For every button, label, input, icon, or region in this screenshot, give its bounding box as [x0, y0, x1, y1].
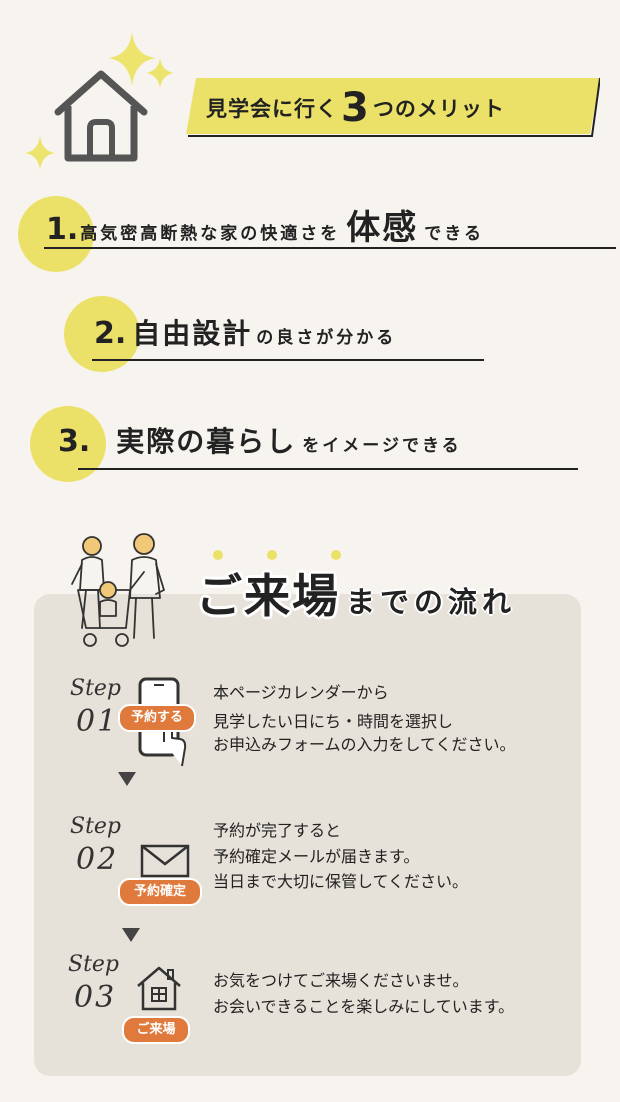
- step-3-line-1: お気をつけてご来場くださいませ。: [213, 971, 469, 990]
- flow-title: ご来場 までの流れ: [196, 560, 516, 626]
- merit-1-text-c: できる: [424, 224, 484, 244]
- step-1-label: Step: [70, 676, 122, 701]
- step-1-badge: 予約する: [118, 704, 196, 732]
- step-2-number: 02: [76, 842, 119, 877]
- step-2-line-2: 予約確定メールが届きます。: [213, 847, 420, 866]
- step-2-line-3: 当日まで大切に保管してください。: [213, 872, 469, 891]
- title-post: つのメリット: [372, 97, 505, 121]
- merit-3-text-b: をイメージできる: [302, 436, 462, 456]
- merit-1-text-a: 高気密高断熱な家の快適さを: [80, 224, 341, 244]
- flow-panel: [34, 594, 581, 1076]
- flow-title-main: ご来場: [196, 569, 340, 623]
- step-2-label: Step: [70, 814, 122, 839]
- merit-2: 2. 自由設計 の良さが分かる: [94, 312, 396, 352]
- merit-1-number: 1.: [46, 212, 79, 247]
- title-dots: [213, 550, 341, 560]
- sparkle-icons: [25, 32, 174, 170]
- title-pre: 見学会に行く: [206, 97, 338, 121]
- step-1-line-3: お申込みフォームの入力をしてください。: [213, 735, 516, 754]
- step-arrow-2: [122, 928, 140, 942]
- step-arrow-1: [118, 772, 136, 786]
- merit-3-number: 3.: [58, 424, 91, 459]
- step-1-number: 01: [76, 704, 119, 739]
- envelope-icon: [140, 844, 190, 878]
- merit-1-text-b: 体感: [346, 208, 419, 248]
- page-title: 見学会に行く 3 つのメリット: [206, 84, 586, 132]
- title-banner: [186, 77, 600, 137]
- merit-3-text-a: 実際の暮らし: [116, 425, 297, 458]
- family-illustration: [71, 533, 165, 647]
- step-3-line-2: お会いできることを楽しみにしています。: [213, 997, 515, 1016]
- flow-title-sub: までの流れ: [346, 585, 517, 619]
- step-2-line-1: 予約が完了すると: [213, 821, 342, 840]
- house-logo-icon: [54, 70, 148, 162]
- merit-2-text-a: 自由設計: [132, 317, 253, 350]
- merit-2-underline: [92, 359, 484, 361]
- step-1-line-2: 見学したい日にち・時間を選択し: [213, 712, 454, 731]
- merit-1-circle: [18, 196, 94, 272]
- step-1-line-1: 本ページカレンダーから: [213, 683, 389, 702]
- house-icon: [137, 966, 181, 1011]
- merit-3-underline: [78, 468, 578, 470]
- merit-3: 3. 実際の暮らし をイメージできる: [58, 420, 462, 460]
- title-number: 3: [341, 85, 370, 131]
- merit-1-underline: [44, 247, 616, 249]
- merit-1: 1. 高気密高断熱な家の快適さを 体感 できる: [46, 200, 484, 249]
- step-3-badge: ご来場: [122, 1016, 190, 1044]
- merit-2-number: 2.: [94, 316, 127, 351]
- merit-2-text-b: の良さが分かる: [256, 328, 397, 348]
- step-3-label: Step: [68, 952, 120, 977]
- step-3-number: 03: [74, 980, 117, 1015]
- step-2-badge: 予約確定: [118, 878, 202, 906]
